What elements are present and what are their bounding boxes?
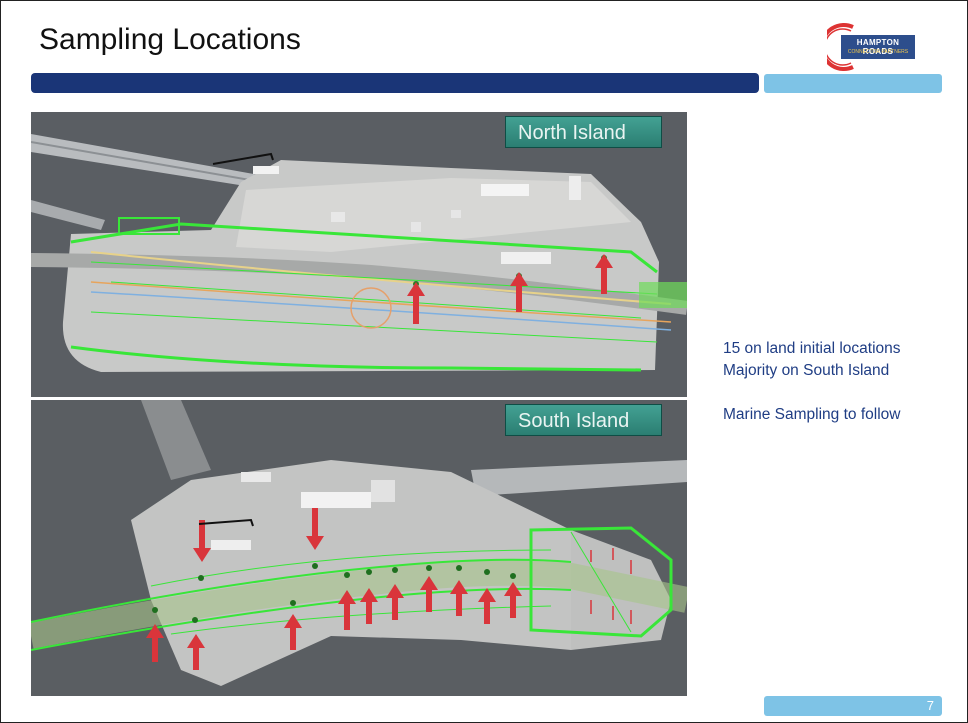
note-line-2: Majority on South Island (723, 362, 890, 379)
note-line-3: Marine Sampling to follow (723, 406, 901, 423)
logo-plate (841, 35, 915, 59)
north-island-map (31, 112, 687, 397)
note-line-1: 15 on land initial locations (723, 340, 901, 357)
slide-title: Sampling Locations (39, 23, 301, 56)
title-underline-bar (31, 73, 759, 93)
notes-text: 15 on land initial locations Majority on… (723, 338, 963, 426)
arrow-down-icon (193, 508, 324, 562)
logo-line-1: HAMPTON ROADS (856, 38, 900, 56)
logo-line-2: CONNECTOR PARTNERS (847, 49, 909, 55)
south-island-label: South Island (505, 404, 662, 436)
title-accent-bar (764, 74, 942, 93)
arrow-up-icon (146, 576, 522, 670)
north-island-label: North Island (505, 116, 662, 148)
page-number-box: 7 (764, 696, 942, 716)
hampton-roads-logo: HAMPTON ROADS CONNECTOR PARTNERS (819, 21, 937, 73)
south-island-map (31, 400, 687, 696)
page-number: 7 (926, 698, 934, 713)
arrow-up-icon (407, 254, 613, 324)
